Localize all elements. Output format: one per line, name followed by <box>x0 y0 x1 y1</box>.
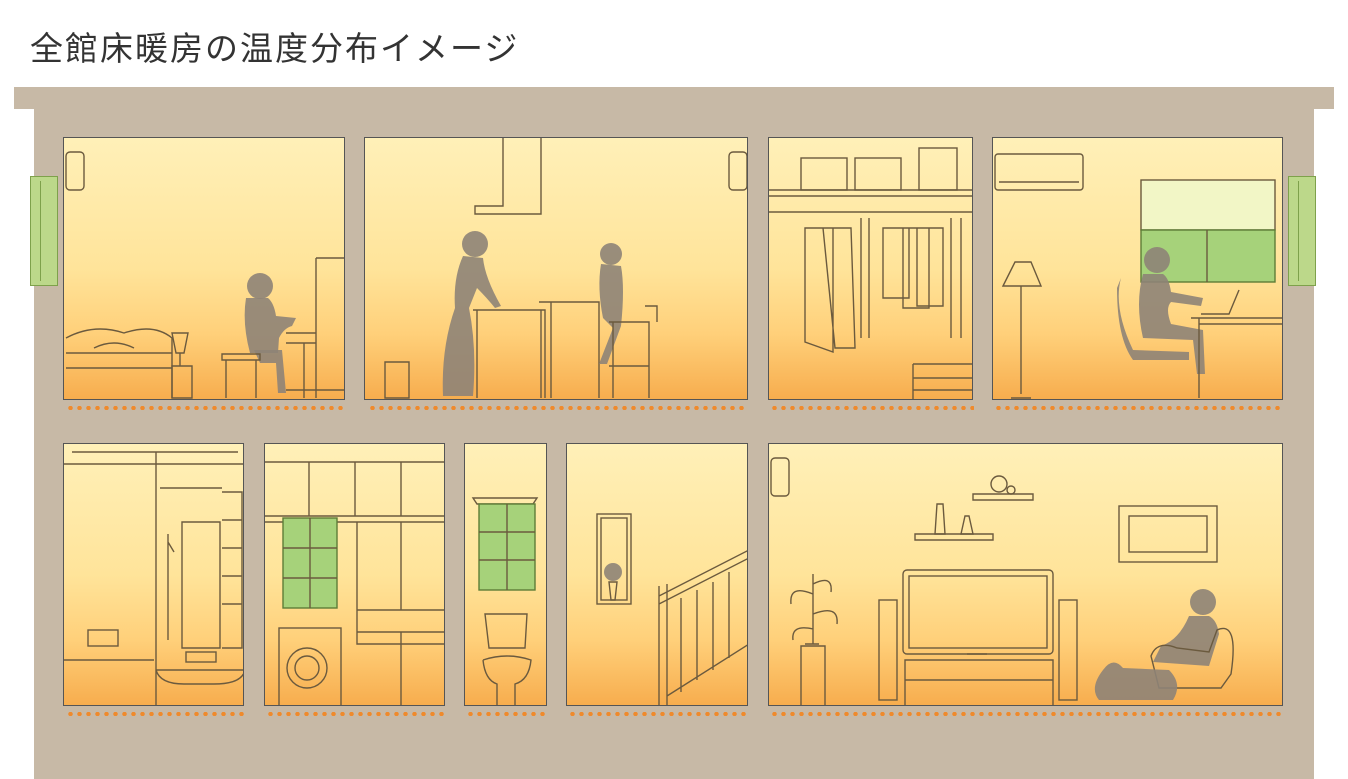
air-conditioner-icon <box>770 457 790 497</box>
stair-hall-illustration <box>596 513 747 705</box>
bathtub-icon <box>64 659 243 685</box>
tall-cabinet-icon <box>356 522 444 705</box>
control-panel-icon <box>87 629 217 663</box>
bar-stool-icon <box>609 305 658 398</box>
television-icon <box>902 569 1054 705</box>
room-bathroom <box>63 443 244 706</box>
floor-heating-icon <box>368 406 748 410</box>
bedroom-piano-illustration <box>65 151 344 399</box>
closet-illustration <box>769 147 972 399</box>
floor-heating-icon <box>770 712 1284 716</box>
floor-heating-icon <box>266 712 446 716</box>
floor-heating-icon <box>466 712 548 716</box>
speaker-icon <box>878 599 1078 701</box>
piano-icon <box>286 257 344 398</box>
air-conditioner-icon <box>65 151 85 191</box>
page-title: 全館床暖房の温度分布イメージ <box>30 29 520 68</box>
toilet-icon <box>482 613 532 705</box>
room-toilet <box>464 443 547 706</box>
room-study <box>992 137 1283 400</box>
washing-machine-icon <box>278 627 342 705</box>
hanging-clothes-icon <box>804 218 962 353</box>
wall-niche-icon <box>596 513 632 605</box>
room-closet <box>768 137 973 400</box>
floor-lamp-icon <box>1001 261 1043 399</box>
laundry-illustration <box>265 461 444 705</box>
floor-heating-icon <box>66 406 346 410</box>
picture-frame-icon <box>1118 505 1218 563</box>
plant-icon <box>790 574 838 705</box>
floor-heating-icon <box>770 406 974 410</box>
person-silhouette-icon <box>244 273 296 393</box>
room-kitchen <box>364 137 748 400</box>
storage-box-icon <box>800 147 958 191</box>
staircase-icon <box>658 550 747 705</box>
table-lamp-icon <box>171 332 193 399</box>
drawer-chest-icon <box>912 363 972 399</box>
bathroom-illustration <box>64 451 243 705</box>
floor-heating-icon <box>994 406 1284 410</box>
window-icon <box>471 497 539 591</box>
kitchen-illustration <box>384 138 747 399</box>
piano-stool-icon <box>221 353 261 398</box>
bed-icon <box>65 328 173 398</box>
room-laundry <box>264 443 445 706</box>
person-silhouette-icon <box>1153 589 1219 666</box>
left-exterior-window <box>30 176 58 286</box>
room-stair-hall <box>566 443 748 706</box>
closet-shelf-icon <box>769 189 972 213</box>
desk-icon <box>1191 317 1282 398</box>
air-conditioner-icon <box>728 151 747 191</box>
study-illustration <box>994 153 1282 399</box>
floor-heating-icon <box>568 712 748 716</box>
room-bedroom-piano <box>63 137 345 400</box>
room-living <box>768 443 1283 706</box>
floor-heating-icon <box>66 712 246 716</box>
window-icon <box>282 517 338 609</box>
plant-icon <box>604 563 622 601</box>
ceiling-trim-icon <box>64 451 243 705</box>
right-exterior-window <box>1288 176 1316 286</box>
range-hood-icon <box>474 138 542 215</box>
trash-bin-icon <box>384 361 410 399</box>
armchair-icon <box>1150 627 1234 689</box>
toilet-illustration <box>471 497 539 705</box>
kitchen-counter-icon <box>473 301 600 398</box>
laptop-icon <box>1201 289 1240 315</box>
wall-shelf-icon <box>914 475 1034 541</box>
upper-cabinet-icon <box>265 461 444 523</box>
person-silhouette-icon <box>442 231 501 396</box>
living-room-illustration <box>770 457 1234 705</box>
shower-icon <box>160 487 222 649</box>
air-conditioner-icon <box>994 153 1084 191</box>
person-silhouette-icon <box>1139 247 1205 374</box>
window-icon <box>1140 179 1276 283</box>
bathroom-cabinet-icon <box>222 491 243 649</box>
person-silhouette-icon <box>599 243 623 364</box>
dog-silhouette-icon <box>1094 662 1178 700</box>
